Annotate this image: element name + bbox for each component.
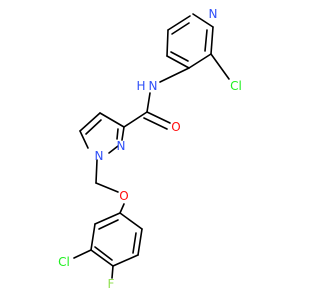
- atom-label-n2-pyrazole: N: [117, 139, 126, 153]
- bond: [146, 111, 171, 124]
- bond: [73, 249, 92, 259]
- bond: [108, 145, 119, 154]
- bond: [99, 112, 125, 128]
- bond: [94, 212, 121, 225]
- atom-label-cl-pyridine: Cl: [230, 79, 242, 93]
- bond: [119, 203, 125, 214]
- bond: [167, 15, 191, 31]
- bond: [79, 130, 89, 149]
- bond: [166, 29, 169, 57]
- bond: [116, 128, 119, 140]
- atom-labels: N Cl N H O N N O Cl F: [58, 7, 242, 291]
- bond: [90, 249, 114, 267]
- bond: [79, 112, 101, 132]
- atom-label-o-carbonyl: O: [171, 120, 180, 134]
- atom-label-h-amide: H: [136, 79, 145, 93]
- bond: [95, 182, 119, 193]
- bond: [204, 29, 208, 52]
- atom-label-n-amide: N: [149, 79, 158, 93]
- bond: [210, 53, 230, 80]
- bond: [119, 212, 143, 230]
- bond: [137, 228, 143, 256]
- bond: [123, 111, 148, 128]
- bond: [94, 246, 113, 261]
- bonds: [73, 13, 230, 279]
- bond: [159, 67, 190, 83]
- bond: [143, 117, 168, 130]
- molecule-svg: N Cl N H O N N O Cl F: [58, 7, 242, 291]
- bond: [111, 265, 114, 279]
- atom-label-f: F: [108, 277, 115, 291]
- bond: [132, 232, 137, 254]
- bond: [95, 159, 98, 184]
- bond: [188, 53, 212, 69]
- bond: [192, 13, 214, 28]
- bond: [166, 55, 190, 69]
- atom-label-n1-pyrazole: N: [95, 149, 104, 163]
- bond: [171, 22, 190, 35]
- bond: [85, 119, 102, 135]
- molecule-diagram: N Cl N H O N N O Cl F: [58, 7, 242, 291]
- bond: [112, 254, 139, 267]
- bond: [90, 223, 96, 251]
- bond: [98, 219, 119, 230]
- bond: [210, 26, 214, 55]
- atom-label-n-pyridine: N: [209, 7, 218, 21]
- atom-label-o-ether: O: [119, 189, 128, 203]
- bond: [170, 51, 189, 62]
- bond: [121, 126, 125, 141]
- bond: [146, 92, 151, 113]
- atom-label-cl-aryl: Cl: [58, 255, 70, 269]
